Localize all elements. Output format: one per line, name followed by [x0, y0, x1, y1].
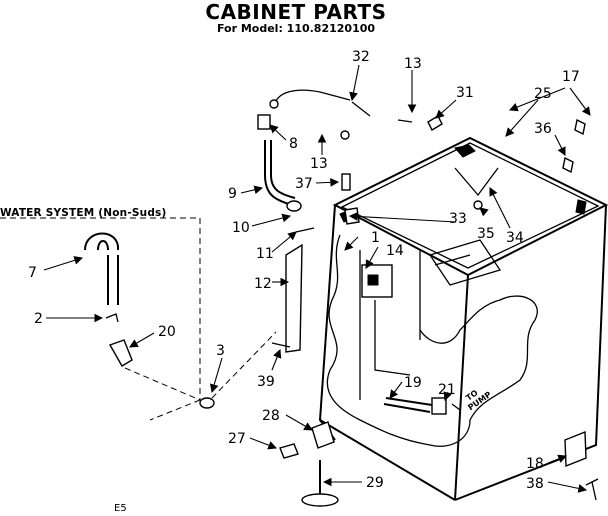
callout-13-top: 13 — [404, 56, 422, 72]
callout-27: 27 — [228, 431, 246, 447]
callout-12: 12 — [254, 276, 272, 292]
callout-10: 10 — [232, 220, 250, 236]
callout-31: 31 — [456, 85, 474, 101]
callout-13-mid: 13 — [310, 156, 328, 172]
callout-9: 9 — [228, 186, 237, 202]
to-pump-label: TO PUMP — [464, 388, 493, 412]
callout-8: 8 — [289, 136, 298, 152]
callout-39: 39 — [257, 374, 275, 390]
callout-19: 19 — [404, 375, 422, 391]
callout-21: 21 — [438, 382, 456, 398]
cabinet — [318, 136, 608, 501]
callout-36: 36 — [534, 121, 552, 137]
callout-25: 25 — [534, 86, 552, 102]
model-number: For Model: 110.82120100 — [216, 22, 376, 35]
callout-11: 11 — [256, 246, 274, 262]
callout-3: 3 — [216, 343, 225, 359]
callout-29: 29 — [366, 475, 384, 491]
callout-7: 7 — [28, 265, 37, 281]
callout-1: 1 — [371, 230, 380, 246]
page-code: E5 — [114, 503, 127, 514]
callout-38: 38 — [526, 476, 544, 492]
callout-34: 34 — [506, 230, 524, 246]
callout-17: 17 — [562, 69, 580, 85]
callout-labels: 32 13 31 17 25 8 36 13 37 9 10 33 1 14 3… — [28, 49, 580, 492]
callout-32: 32 — [352, 49, 370, 65]
part-drawings — [84, 89, 599, 507]
callout-33: 33 — [449, 211, 467, 227]
callout-18: 18 — [526, 456, 544, 472]
diagram-title: CABINET PARTS — [205, 0, 387, 24]
callout-35: 35 — [477, 226, 495, 242]
callout-14: 14 — [386, 243, 404, 259]
water-system-inset — [0, 217, 201, 421]
callout-20: 20 — [158, 324, 176, 340]
water-system-label: WATER SYSTEM (Non-Suds) — [0, 207, 167, 219]
callout-2: 2 — [34, 311, 43, 327]
callout-28: 28 — [262, 408, 280, 424]
callout-37: 37 — [295, 176, 313, 192]
leader-lines — [43, 64, 591, 493]
